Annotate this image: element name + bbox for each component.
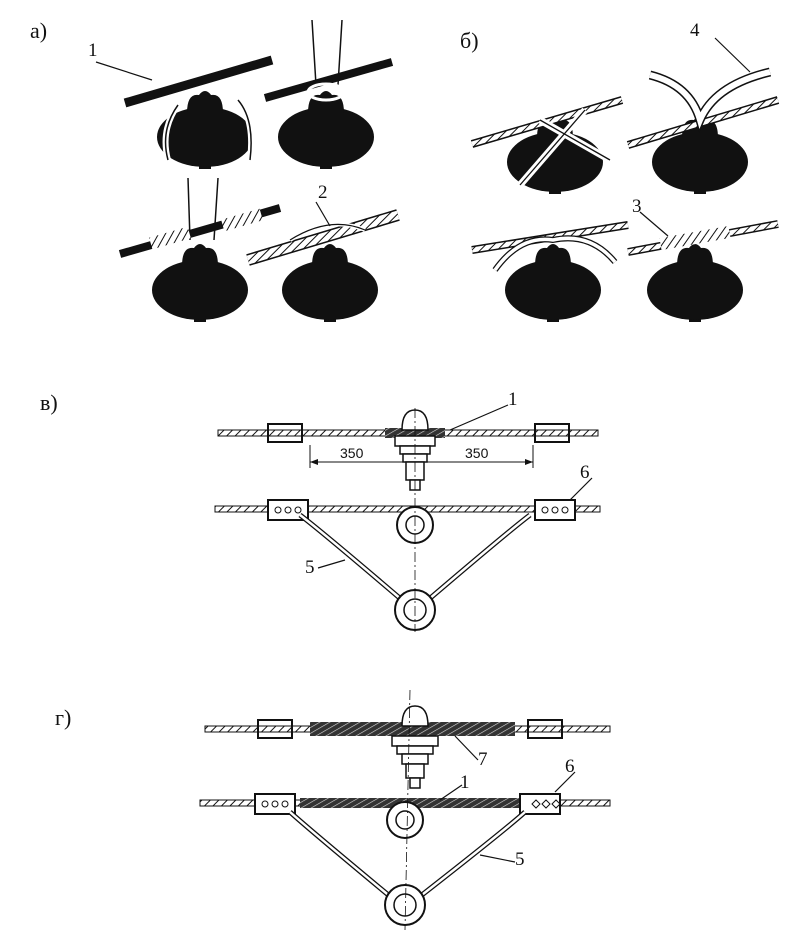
insulator-b1 (470, 96, 624, 194)
leader-b-3 (639, 211, 669, 237)
leader-a-1 (95, 61, 153, 81)
leader-b-4 (714, 37, 751, 73)
callout-v-1: 1 (508, 389, 518, 410)
insulator-b3 (471, 221, 629, 322)
callout-v-5: 5 (305, 557, 315, 578)
panel-v: в) 350 350 1 (40, 389, 601, 632)
leader-v-1 (449, 404, 509, 431)
panel-b-label: б) (460, 28, 479, 53)
clamps-upper-g (257, 719, 563, 739)
callout-g-7: 7 (478, 749, 488, 770)
panel-v-label: в) (40, 390, 58, 415)
callout-b-4: 4 (690, 20, 700, 41)
insulator-b2 (626, 37, 780, 194)
leader-v-5 (317, 559, 346, 569)
panel-g: г) 7 (55, 689, 611, 931)
insulator-a2 (263, 19, 394, 169)
dimension-v (309, 445, 534, 468)
panel-a-label: а) (30, 18, 47, 43)
callout-g-5: 5 (515, 849, 525, 870)
dimension-right: 350 (465, 445, 489, 461)
callout-v-6: 6 (580, 462, 590, 483)
panel-a: а) 1 (30, 18, 400, 322)
leader-v-6 (569, 477, 593, 501)
callout-b-3: 3 (632, 196, 642, 217)
insulator-b4 (627, 211, 779, 322)
callout-a-1: 1 (88, 40, 98, 61)
leader-g-6 (554, 771, 576, 793)
callout-g-6: 6 (565, 756, 575, 777)
leader-g-1 (439, 784, 463, 801)
callout-a-2: 2 (318, 182, 328, 203)
clamps-lower-v (267, 499, 576, 521)
insulator-a1 (95, 55, 274, 169)
leader-a-2 (315, 201, 331, 227)
leader-g-5 (479, 854, 516, 863)
panel-g-label: г) (55, 705, 71, 730)
insulator-a4 (246, 201, 400, 322)
panel-b: б) 4 (460, 20, 780, 322)
dimension-left: 350 (340, 445, 364, 461)
clamps-lower-g (254, 793, 561, 815)
callout-g-1: 1 (460, 772, 470, 793)
pin-insulator-g (391, 705, 439, 789)
leader-g-7 (454, 735, 479, 761)
wrapped-section-g (310, 722, 515, 736)
insulator-a3 (118, 177, 282, 322)
